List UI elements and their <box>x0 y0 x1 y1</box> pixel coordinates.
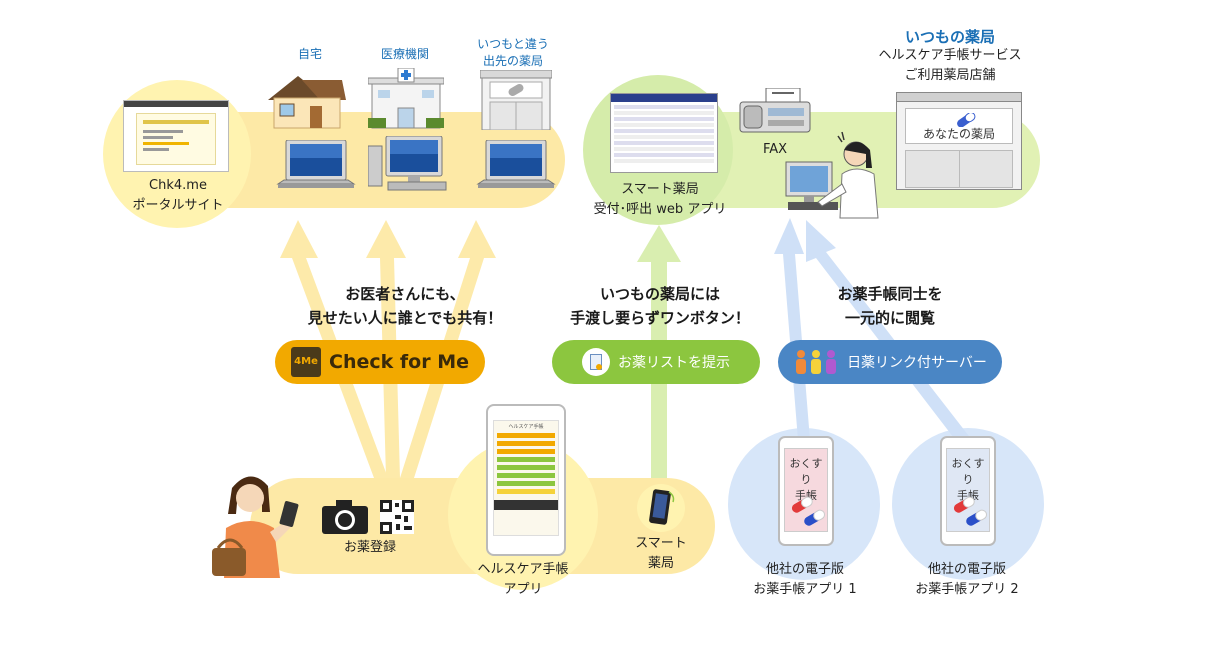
app-label: ヘルスケア手帳 アプリ <box>468 560 578 600</box>
present-list-badge: お薬リストを提示 <box>552 340 760 384</box>
healthcare-app-phone: ヘルスケア手帳 <box>486 404 566 556</box>
hand-headline-line1: いつもの薬局には <box>599 285 720 303</box>
capsule-icon <box>957 113 976 127</box>
capsules-icon-2 <box>953 496 988 526</box>
hand-headline: いつもの薬局には 手渡し要らずワンボタン！ <box>545 282 775 330</box>
camera-icon <box>322 500 368 534</box>
document-icon <box>582 348 610 376</box>
browse-headline-line1: お薬手帳同士を <box>837 285 943 303</box>
other-pharmacy-line1: いつもと違う <box>477 37 549 51</box>
smartphone-icon <box>649 489 675 525</box>
share-headline-line2: 見せたい人に誰とでも共有！ <box>307 309 503 327</box>
service-line2: ご利用薬局店舗 <box>904 68 996 83</box>
other-pharmacy-label: いつもと違う 出先の薬局 <box>468 36 558 70</box>
register-label: お薬登録 <box>343 540 396 555</box>
okusuri-text-1: おくすり <box>789 457 823 486</box>
laptop-icon-2 <box>476 140 556 188</box>
other-app2-line2: お薬手帳アプリ 2 <box>915 582 1019 597</box>
woman-user-icon <box>212 476 299 578</box>
app-label-line2: アプリ <box>503 582 543 597</box>
smart-label-line1: スマート <box>635 536 687 551</box>
share-headline: お医者さんにも、 見せたい人に誰とでも共有！ <box>290 282 520 330</box>
smart-pharmacy-line1: スマート薬局 <box>621 182 699 197</box>
blue-arrows <box>774 218 972 446</box>
link-server-badge: 日薬リンク付サーバー <box>778 340 1002 384</box>
link-server-label: 日薬リンク付サーバー <box>847 355 987 371</box>
other-app1-line2: お薬手帳アプリ 1 <box>753 582 857 597</box>
hospital-icon <box>368 68 444 129</box>
your-pharmacy-sign: あなたの薬局 <box>922 127 995 141</box>
fax-icon <box>739 88 811 133</box>
check-for-me-label: Check for Me <box>329 351 469 373</box>
pharmacist-icon <box>785 131 879 219</box>
check-logo-icon: 4Me <box>291 347 322 377</box>
check-for-me-badge: 4Me Check for Me <box>275 340 485 384</box>
hand-headline-line2: 手渡し要らずワンボタン！ <box>570 309 750 327</box>
portal-label-line1: Chk4.me <box>149 178 207 193</box>
other-pharmacy-icon <box>480 70 552 130</box>
browse-headline: お薬手帳同士を 一元的に閲覧 <box>800 282 980 330</box>
portal-label-line2: ポータルサイト <box>132 198 224 213</box>
phone-screen-title: ヘルスケア手帳 <box>508 424 544 430</box>
qr-code-icon <box>380 500 414 534</box>
capsules-icon-1 <box>791 496 826 526</box>
service-line1: ヘルスケア手帳サービス <box>878 48 1022 63</box>
portal-screenshot <box>123 100 229 172</box>
smart-pharmacy-screenshot <box>610 93 718 173</box>
other-app1-phone: おくすり 手帳 <box>778 436 834 546</box>
regular-pharmacy-title: いつもの薬局 <box>904 28 995 46</box>
browse-headline-line2: 一元的に閲覧 <box>844 309 935 327</box>
smart-label-line2: 薬局 <box>647 556 674 571</box>
desktop-icon <box>368 136 447 191</box>
share-headline-line1: お医者さんにも、 <box>345 285 465 303</box>
other-pharmacy-line2: 出先の薬局 <box>482 54 543 68</box>
other-app2-line1: 他社の電子版 <box>927 562 1006 577</box>
service-label: ヘルスケア手帳サービス ご利用薬局店舗 <box>870 46 1030 86</box>
other-app1-line1: 他社の電子版 <box>765 562 844 577</box>
present-list-label: お薬リストを提示 <box>618 355 730 371</box>
other-app1-label: 他社の電子版 お薬手帳アプリ 1 <box>740 560 870 600</box>
other-app2-label: 他社の電子版 お薬手帳アプリ 2 <box>902 560 1032 600</box>
regular-pharmacy-building: あなたの薬局 <box>896 92 1022 190</box>
laptop-icon <box>276 140 356 188</box>
fax-label: FAX <box>762 142 788 157</box>
people-icon <box>793 348 839 376</box>
app-label-line1: ヘルスケア手帳 <box>477 562 569 577</box>
hospital-label: 医療機関 <box>380 47 429 61</box>
smart-label: スマート 薬局 <box>626 534 696 574</box>
home-label: 自宅 <box>297 47 322 61</box>
okusuri-text-2: おくすり <box>951 457 985 486</box>
other-app2-phone: おくすり 手帳 <box>940 436 996 546</box>
smart-pharmacy-label: スマート薬局 受付･呼出 web アプリ <box>590 180 730 220</box>
portal-label: Chk4.me ポータルサイト <box>123 176 233 216</box>
house-icon <box>268 76 346 129</box>
smart-pharmacy-line2: 受付･呼出 web アプリ <box>593 202 727 217</box>
